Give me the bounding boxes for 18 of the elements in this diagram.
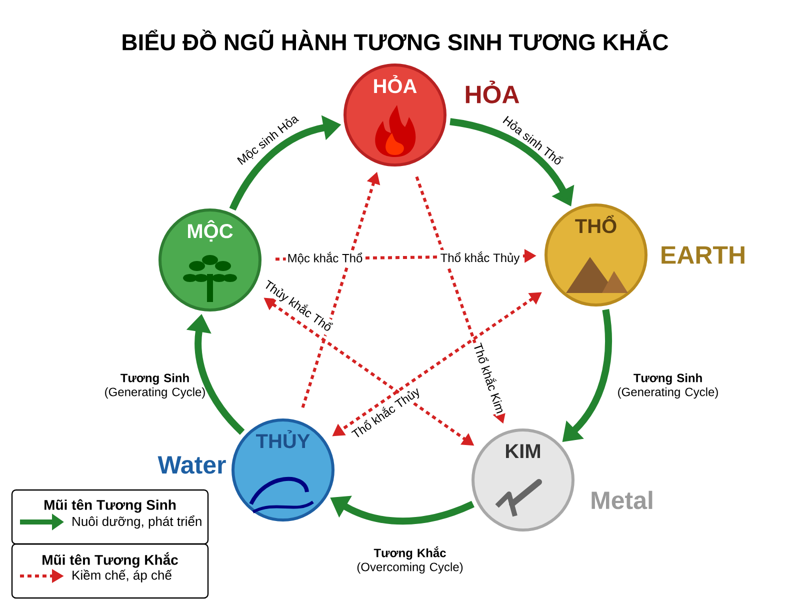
element-name: Water <box>158 456 226 474</box>
edge-label: Thổ khắc Thủy <box>348 382 424 444</box>
edge-label: Tương Sinh (Generating Cycle) <box>105 373 205 399</box>
line-label: Thổ khắc Thủy <box>438 250 522 266</box>
legend-heading: Mũi tên Tương Sinh <box>44 499 176 513</box>
edge-label: Mộc sinh Hỏa <box>234 111 302 169</box>
edge-label: Hỏa sinh Thổ <box>500 112 566 168</box>
edge-label: Thổ khắc Kim <box>471 340 509 416</box>
edge-label: Mộc khắc Thổ <box>286 250 364 266</box>
legend-heading: Mũi tên Tương Khắc <box>42 552 178 568</box>
element-name: HỎA <box>466 80 520 104</box>
element-name: EARTH <box>662 246 744 264</box>
edge-label: Tương Sinh (Generating Cycle) <box>618 373 718 399</box>
legend-text: Nuôi dưỡng, phát triển <box>72 515 202 529</box>
edge-label: Tương Khắc (Overcoming Cycle) <box>357 546 463 574</box>
element-name: Metal <box>592 490 652 510</box>
legend-text: Kiềm chế, áp chế <box>72 570 172 582</box>
title: BIỂU ĐỒ NGŨ HÀNH TƯƠNG SINH TƯƠNG KHẮC <box>122 30 668 50</box>
